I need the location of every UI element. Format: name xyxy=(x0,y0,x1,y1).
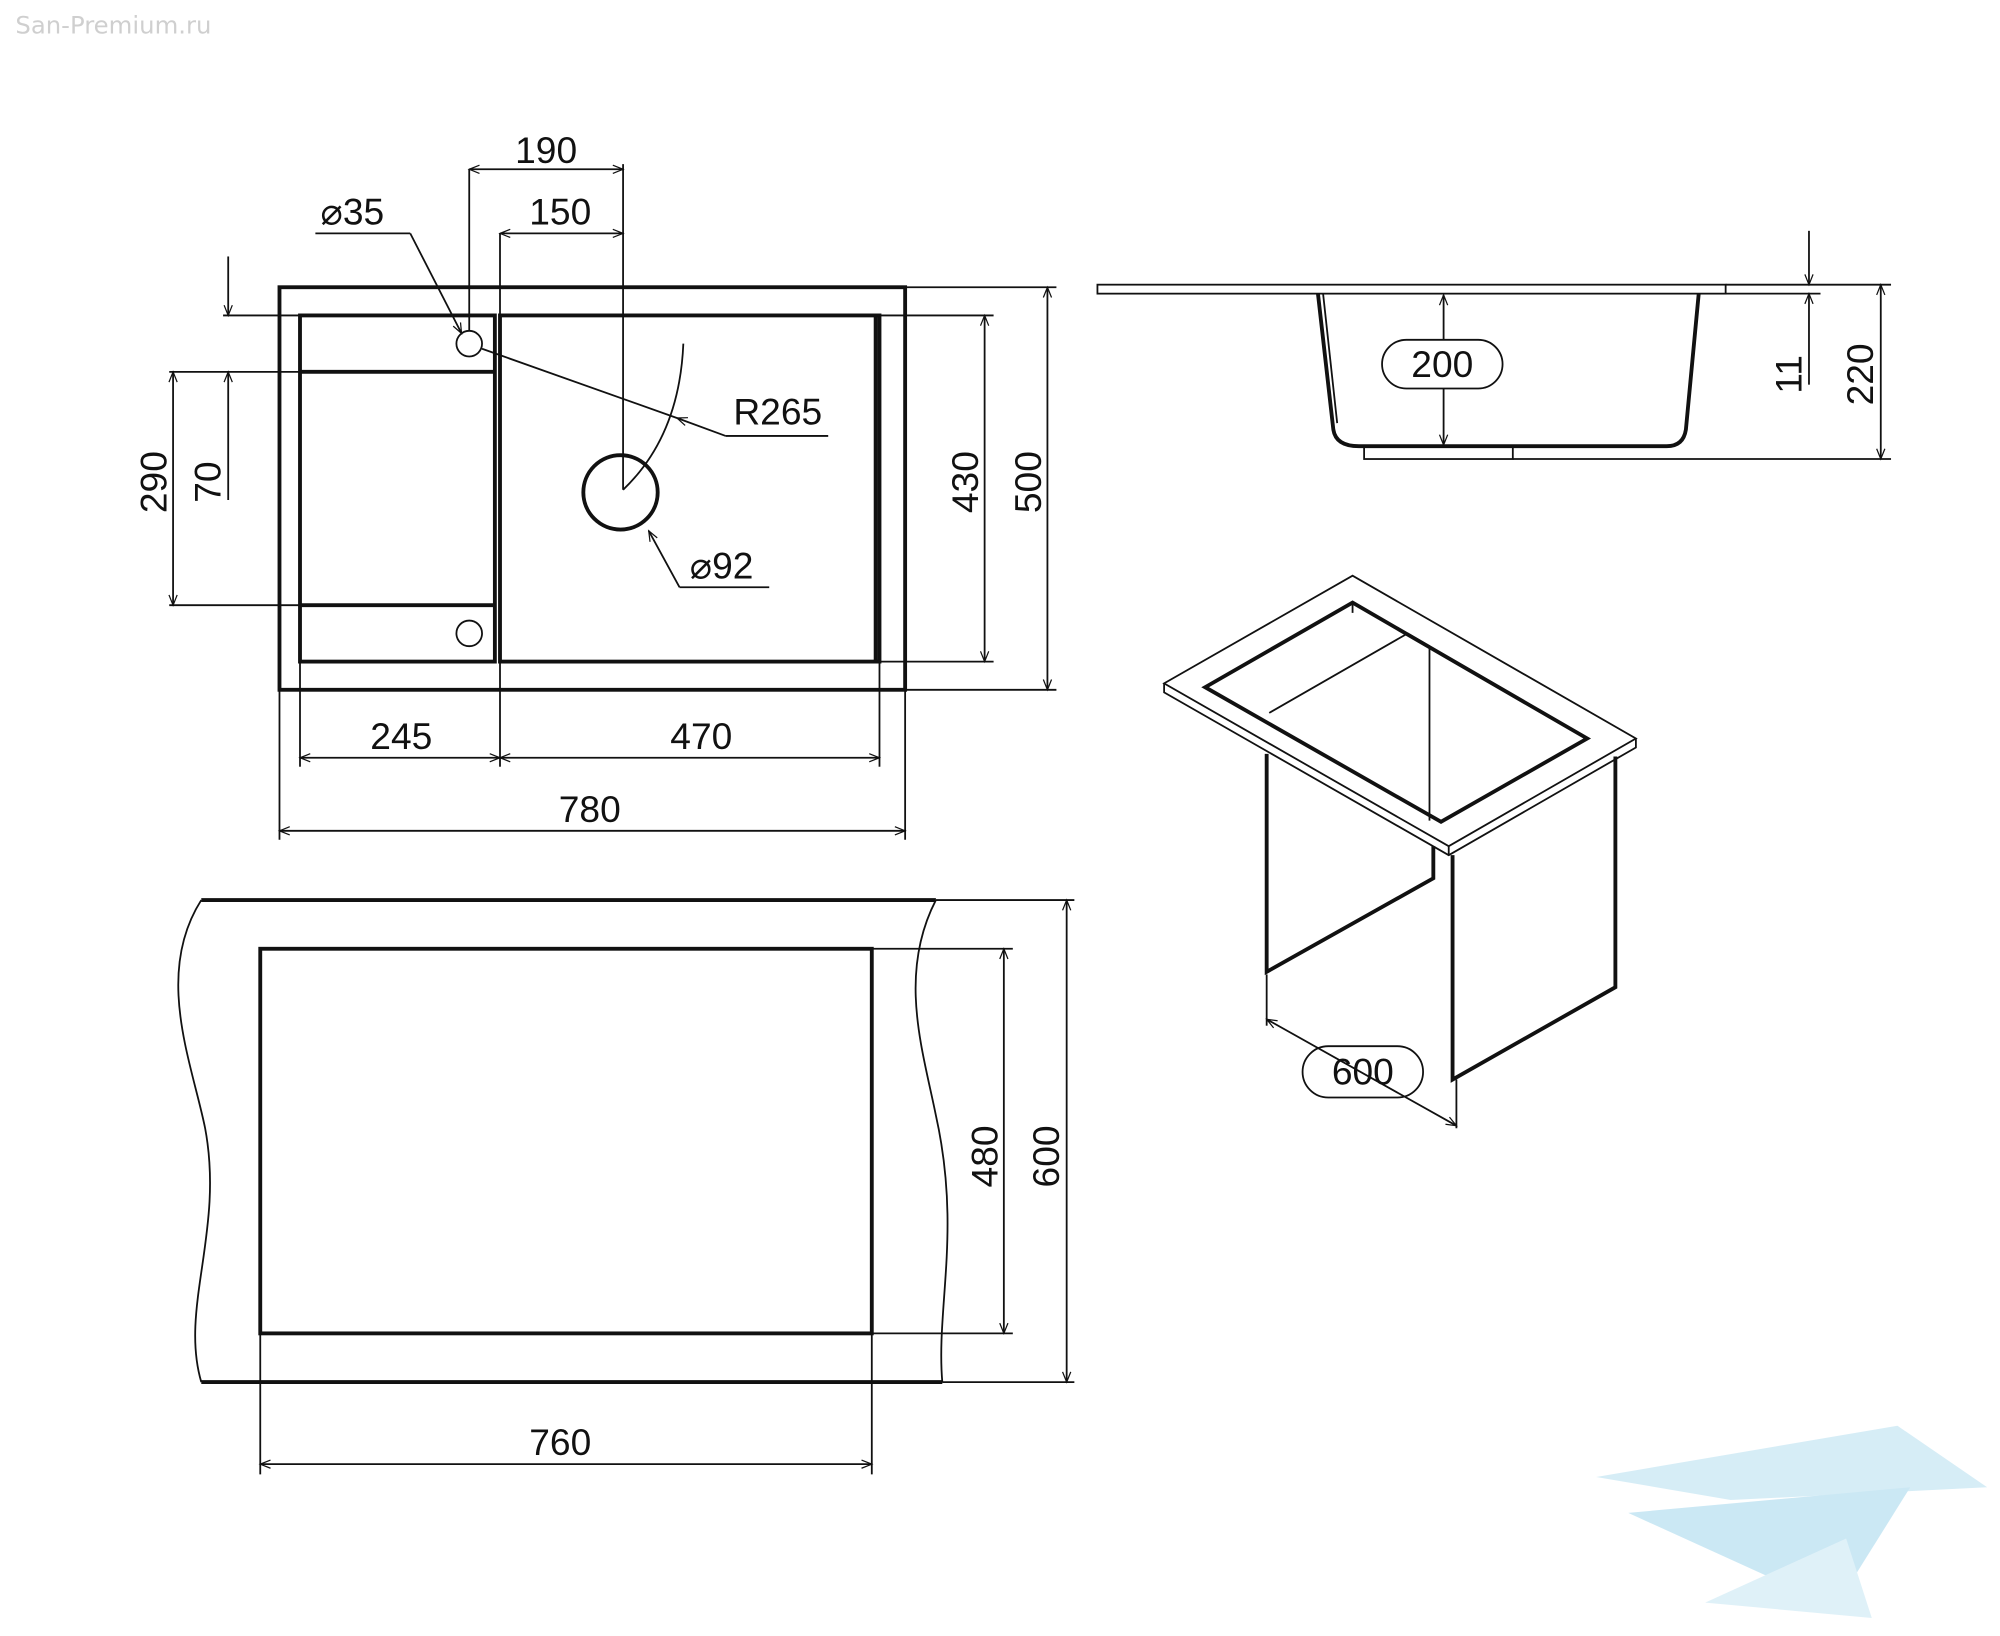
dim-480: 480 xyxy=(963,1125,1005,1187)
logo-watermark xyxy=(1596,1425,1988,1618)
svg-text:⌀35: ⌀35 xyxy=(321,190,385,232)
watermark-text: San-Premium.ru xyxy=(15,10,211,39)
dim-760: 760 xyxy=(529,1421,591,1463)
cabinet-label-pill xyxy=(1301,1045,1424,1099)
diameter-icon: ⌀ xyxy=(690,544,712,586)
dim-cabinet-600: 600 xyxy=(1332,1051,1394,1093)
iso-view: 600 xyxy=(1162,574,1638,1129)
top-view: 190 150 ⌀35 R265 ⌀92 290 70 430 500 xyxy=(133,129,1057,840)
dim-200: 200 xyxy=(1411,343,1473,385)
depth-label-pill xyxy=(1381,338,1504,390)
dim-430: 430 xyxy=(944,451,986,513)
dim-150: 150 xyxy=(529,190,591,232)
diameter-icon: ⌀ xyxy=(321,190,343,232)
dim-780: 780 xyxy=(559,788,621,830)
dim-70: 70 xyxy=(187,461,229,502)
dim-600: 600 xyxy=(1025,1125,1067,1187)
faucet-hole xyxy=(455,329,483,358)
dim-245: 245 xyxy=(370,715,432,757)
dim-11: 11 xyxy=(1767,355,1809,394)
side-view: 200 11 220 xyxy=(1096,230,1892,461)
svg-text:⌀92: ⌀92 xyxy=(690,544,754,586)
dim-drain-92: 92 xyxy=(712,544,753,586)
dim-290: 290 xyxy=(133,451,175,513)
cutout-view: 480 600 760 xyxy=(177,898,1075,1475)
dim-220: 220 xyxy=(1839,343,1881,405)
dim-r265: R265 xyxy=(733,390,822,432)
overflow-hole xyxy=(455,619,483,648)
dim-470: 470 xyxy=(670,715,732,757)
dim-190: 190 xyxy=(515,129,577,171)
dim-500: 500 xyxy=(1007,451,1049,513)
dim-hole-35: 35 xyxy=(343,190,384,232)
drain-hole xyxy=(581,453,660,532)
